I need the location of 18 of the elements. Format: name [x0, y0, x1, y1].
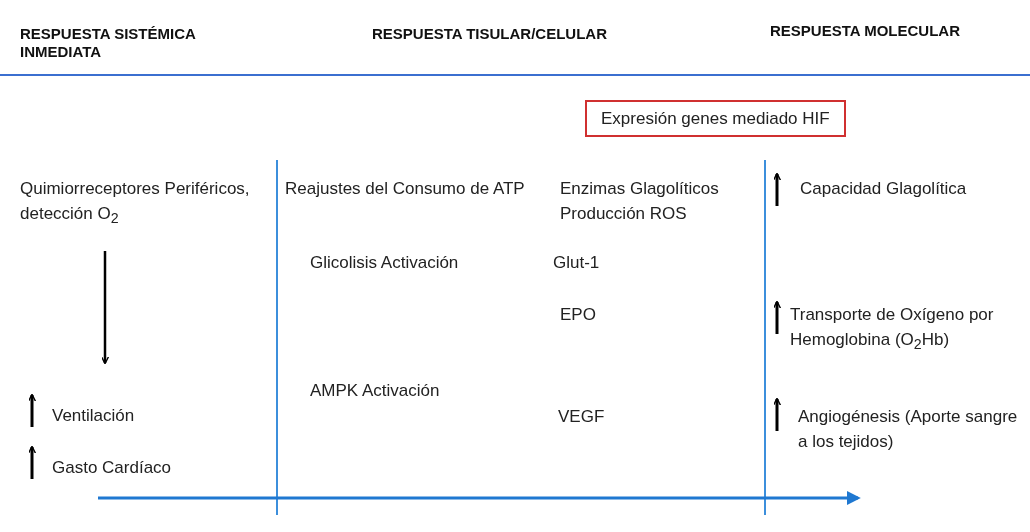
text-label: Enzimas Glagolíticos Producción ROS: [560, 178, 720, 225]
text-label: Ventilación: [52, 403, 252, 428]
column-heading: RESPUESTA TISULAR/CELULAR: [372, 25, 608, 43]
text-label: Capacidad Glagolítica: [800, 178, 968, 200]
text-label: Angiogénesis (Aporte sangre a los tejidos): [798, 406, 1018, 453]
column-heading: RESPUESTA SISTÉMICA INMEDIATA: [20, 25, 197, 61]
text-label: VEGF: [558, 406, 606, 428]
text-label: Glicolisis Activación: [310, 252, 460, 274]
text-label: Gasto Cardíaco: [52, 457, 173, 479]
process-box: Expresión genes mediado HIF: [585, 100, 846, 137]
arrow: [100, 251, 110, 365]
text-label: Transporte de Oxígeno por Hemoglobina (O$_{2}$Hb): [790, 304, 995, 355]
text-label: EPO: [560, 304, 597, 326]
text-label: Glut-1: [553, 252, 601, 274]
text-label: Reajustes del Consumo de ATP: [285, 178, 525, 200]
text-label: Quimiorreceptores Periféricos, detección O$_{2}$: [20, 176, 270, 232]
column-heading: RESPUESTA MOLECULAR: [770, 22, 961, 40]
text-label: AMPK Activación: [310, 380, 441, 402]
